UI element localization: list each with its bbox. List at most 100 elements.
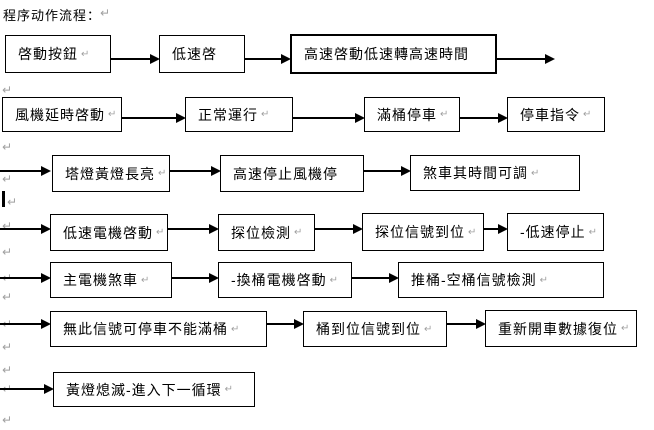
flow-arrowhead: [355, 113, 365, 123]
flow-arrow-line: [0, 388, 46, 390]
return-mark: ↵: [539, 274, 549, 286]
paragraph-mark: ↵: [2, 413, 13, 427]
return-mark: ↵: [294, 227, 303, 238]
return-mark: ↵: [468, 226, 477, 238]
flow-box-label: 啓動按鈕: [18, 46, 78, 62]
paragraph-mark: ↵: [2, 83, 13, 97]
return-mark: ↵: [261, 109, 270, 120]
flow-arrow-line: [364, 170, 402, 172]
flow-arrowhead: [498, 113, 508, 123]
return-mark: ↵: [531, 167, 540, 179]
flow-arrow-line: [0, 228, 43, 230]
flow-arrow-line: [0, 170, 43, 172]
flow-arrow-line: [122, 117, 177, 119]
flow-box-label: 重新開車數據復位: [498, 320, 618, 337]
page-title: 程序动作流程：: [3, 8, 102, 23]
flow-box[interactable]: 探位檢測↵: [218, 214, 315, 251]
flow-box-label: 高速停止風機停: [233, 165, 338, 182]
flow-arrow-line: [111, 58, 152, 60]
return-mark: ↵: [81, 48, 90, 60]
flow-arrowhead: [41, 273, 51, 283]
flow-box[interactable]: 滿桶停車↵: [364, 97, 460, 132]
flow-box-label: -換桶電機啓動: [231, 272, 327, 288]
paragraph-mark: ↵: [100, 6, 111, 20]
flow-arrowhead: [281, 54, 291, 64]
return-mark: ↵: [108, 109, 117, 120]
flow-arrow-line: [293, 117, 356, 119]
flow-arrowhead: [41, 224, 51, 234]
return-mark: ↵: [224, 384, 234, 395]
paragraph-mark: ↵: [2, 140, 13, 154]
flow-arrowhead: [176, 113, 186, 123]
flow-arrowhead: [209, 273, 219, 283]
flow-arrow-line: [245, 58, 283, 60]
flow-box-label: 無此信號可停車不能滿桶: [63, 321, 228, 337]
flow-box[interactable]: 重新開車數據復位↵: [485, 310, 637, 347]
flow-arrow-line: [484, 228, 500, 230]
flow-box[interactable]: 風機延時啓動↵: [2, 97, 122, 132]
flow-box-label: 推桶-空桶信號檢測: [411, 272, 537, 288]
return-mark: ↵: [141, 274, 150, 286]
flow-box-label: 煞車其時間可調: [423, 165, 528, 181]
return-mark: ↵: [424, 323, 433, 335]
paragraph-mark: ↵: [2, 219, 13, 233]
flow-box[interactable]: 煞車其時間可調↵: [410, 155, 580, 191]
flow-box[interactable]: 探位信號到位↵: [362, 213, 484, 251]
paragraph-mark: ↵: [2, 290, 13, 304]
flow-box[interactable]: 桶到位信號到位↵: [303, 311, 447, 347]
return-mark: ↵: [583, 109, 592, 120]
flow-box[interactable]: 無此信號可停車不能滿桶↵: [50, 311, 267, 347]
flow-arrowhead: [389, 273, 399, 283]
flow-arrow-line: [172, 277, 210, 279]
flow-arrow-line: [315, 228, 354, 230]
flow-arrowhead: [476, 319, 486, 329]
flow-box[interactable]: -換桶電機啓動↵: [218, 262, 352, 298]
paragraph-mark: ↵: [2, 172, 13, 186]
flow-box[interactable]: 高速啓動低速轉高速時間: [290, 34, 497, 74]
flow-arrow-line: [170, 170, 212, 172]
flow-arrowhead: [211, 166, 221, 176]
flow-box[interactable]: 低速電機啓動↵: [50, 214, 168, 251]
flow-box-label: 塔燈黃燈長亮: [65, 165, 155, 182]
flow-arrowhead: [44, 384, 54, 394]
flow-arrowhead: [41, 166, 51, 176]
flow-arrowhead: [401, 166, 411, 176]
flow-arrowhead: [545, 54, 555, 64]
flow-box-label: 黃燈熄滅-進入下一循環: [66, 381, 222, 398]
return-mark: ↵: [621, 323, 630, 334]
return-mark: ↵: [440, 109, 449, 120]
flow-box[interactable]: 啓動按鈕↵: [5, 35, 111, 73]
flow-box[interactable]: 停車指令↵: [507, 97, 605, 132]
paragraph-mark: ↵: [2, 245, 13, 259]
flow-box[interactable]: 主電機煞車↵: [50, 262, 172, 298]
return-mark: ↵: [231, 323, 240, 335]
paragraph-mark: ↵: [2, 340, 13, 354]
flow-box[interactable]: 推桶-空桶信號檢測↵: [398, 262, 604, 298]
paragraph-mark: ↵: [7, 195, 18, 209]
flow-box-label: -低速停止: [520, 224, 586, 240]
flow-box[interactable]: 正常運行↵: [185, 97, 293, 132]
flow-box-label: 高速啓動低速轉高速時間: [304, 46, 469, 62]
flow-box-label: 低速電機啓動: [63, 224, 153, 241]
flow-box-label: 低速啓: [172, 46, 217, 62]
flow-arrow-line: [0, 277, 43, 279]
flow-box[interactable]: 塔燈黃燈長亮↵: [52, 155, 170, 192]
flow-arrowhead: [353, 224, 363, 234]
flow-arrow-line: [168, 228, 210, 230]
flow-box-label: 停車指令: [520, 106, 580, 123]
flow-arrowhead: [498, 224, 508, 234]
flow-arrowhead: [209, 224, 219, 234]
flow-arrowhead: [41, 319, 51, 329]
flow-box[interactable]: 高速停止風機停: [220, 155, 364, 192]
text-cursor: [2, 191, 5, 207]
flow-box[interactable]: 黃燈熄滅-進入下一循環↵: [53, 372, 255, 407]
flow-arrow-line: [267, 323, 295, 325]
flow-arrowhead: [150, 54, 160, 64]
flow-box-label: 探位信號到位: [375, 224, 465, 240]
flow-box[interactable]: -低速停止↵: [507, 213, 604, 251]
flow-box[interactable]: 低速啓: [159, 35, 245, 73]
flow-arrow-line: [0, 323, 43, 325]
return-mark: ↵: [329, 274, 339, 286]
flow-box-label: 主電機煞車: [63, 272, 138, 288]
